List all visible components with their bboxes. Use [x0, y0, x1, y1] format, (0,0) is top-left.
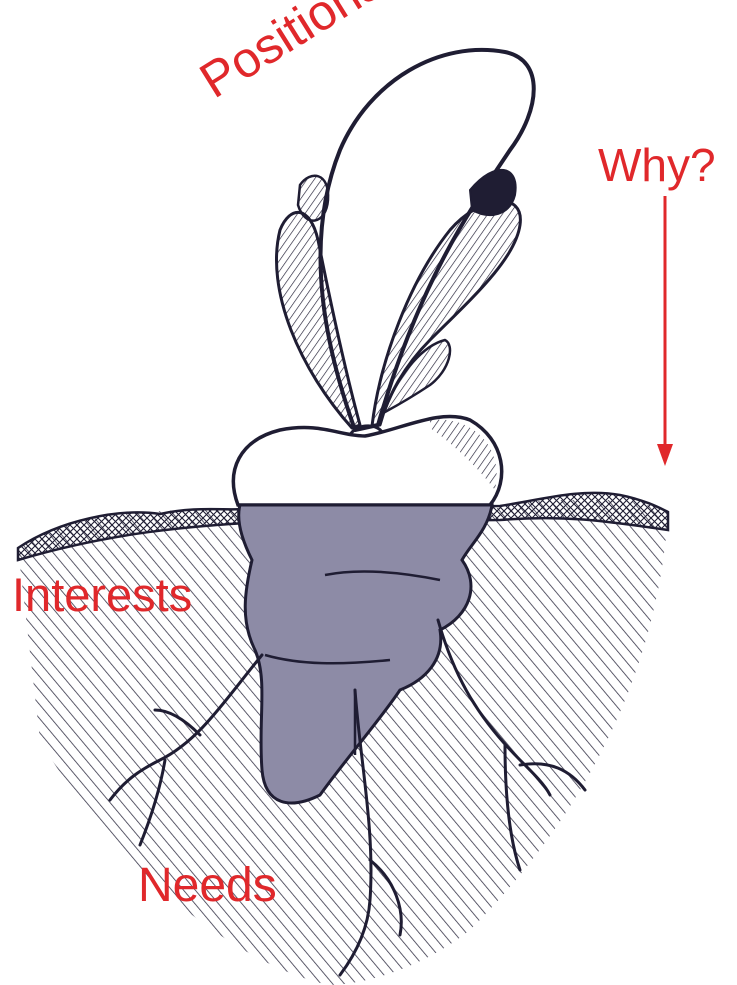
leaves	[277, 50, 534, 435]
bulb	[233, 416, 501, 505]
label-why: Why?	[598, 142, 716, 188]
label-interests: Interests	[12, 571, 192, 618]
leaf-left-small	[298, 176, 328, 221]
label-needs: Needs	[138, 862, 277, 910]
down-arrow	[657, 196, 673, 466]
